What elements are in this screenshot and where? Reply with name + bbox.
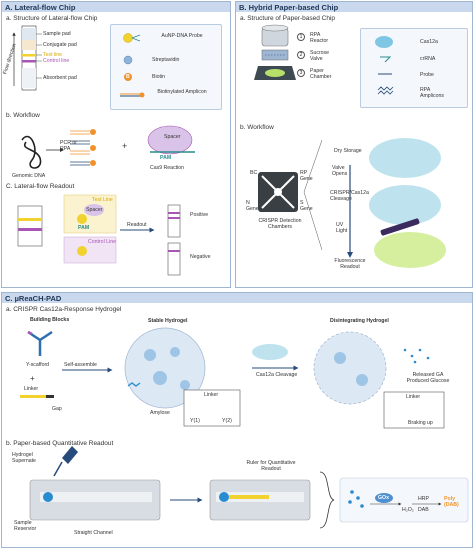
ruler-label: Ruler for Quantitative Readout: [246, 460, 296, 472]
panel-a-sub-a: a. Structure of Lateral-flow Chip: [6, 15, 98, 22]
panel-c-header: C. µReaCH-PAD: [2, 293, 472, 303]
panel-a-sub-c: C. Lateral-flow Readout: [6, 183, 75, 190]
readout-pam: PAM: [78, 225, 90, 231]
straight-channel: Straight Channel: [74, 530, 113, 536]
readout-spacer: Spacer: [86, 207, 103, 213]
y-scaffold-label: Y-scafford: [26, 362, 50, 368]
step-1-label: RPA Reactor: [310, 32, 329, 44]
readout-positive: Positive: [190, 212, 209, 218]
self-assemble-label: Self-assemble: [64, 362, 97, 368]
detection-chambers: CRISPR Detection Chambers: [258, 218, 302, 230]
gene-n: N Gene: [246, 200, 259, 212]
gap-label: Gap: [52, 406, 62, 412]
workflow-pam: PAM: [160, 155, 172, 161]
step-2-label: Sucrose Valve: [310, 50, 330, 62]
inset-linker-label: Linker: [204, 392, 219, 398]
detection-chip: [258, 138, 446, 268]
readout-graphics: [17, 194, 181, 276]
panel-a-header: A. Lateral-flow Chip: [2, 2, 230, 12]
panel-b-sub-b: b. Workflow: [240, 124, 274, 131]
workflow-plus: +: [122, 141, 128, 151]
paper-readout-graphics: [29, 446, 469, 529]
workflow-pcr: PCR or RPA: [60, 140, 78, 152]
gene-s: S Gene: [300, 200, 313, 212]
y2-label: Y(2): [222, 418, 232, 424]
part-test-line: Test line: [43, 52, 63, 58]
amylose-label: Amylose: [150, 410, 170, 416]
workflow-spacer: Spacer: [164, 134, 181, 140]
workflow-graphics: [21, 125, 195, 169]
cleavage-label: Cas12a Cleavage: [256, 372, 298, 378]
building-blocks: Building Blocks: [30, 317, 70, 323]
gox-label: GOx: [378, 495, 389, 501]
legend-biotin: Biotin: [152, 74, 165, 80]
readout-negative: Negative: [190, 254, 211, 260]
paper-legend-amplicons: RPA Amplicons: [420, 87, 444, 99]
legend-aunp-probe: AuNP-DNA Probe: [161, 33, 203, 39]
poly-dab-label: Poly (DAB): [444, 496, 459, 508]
workflow-uv-light: UV Light: [336, 222, 348, 234]
step-3-badge: 3: [297, 69, 305, 77]
disintegrating-label: Disintegrating Hydrogel: [330, 318, 389, 324]
workflow-dry-storage: Dry Storage: [334, 148, 362, 154]
panel-c-sub-a: a. CRISPR Cas12a-Response Hydrogel: [6, 306, 122, 313]
paper-legend-cas12a: Cas12a: [420, 39, 438, 45]
step-2-badge: 2: [297, 51, 305, 59]
braking-label: Braking up: [408, 420, 433, 426]
step-3-label: Paper Chamber: [310, 68, 332, 80]
panel-c-sub-b: b. Paper-based Quantitative Readout: [6, 440, 114, 447]
panel-a-sub-b: b. Workflow: [6, 112, 40, 119]
legend-biotin-letter: B: [126, 74, 130, 80]
workflow-genomic-dna: Genomic DNA: [12, 173, 46, 179]
readout-test-line: Test Line: [92, 197, 113, 203]
hrp-label: HRP: [418, 496, 429, 502]
dab-label: DAB: [418, 507, 429, 513]
part-conjugate-pad: Conjugate pad: [43, 42, 77, 48]
paper-chip-device: [254, 24, 296, 80]
released-label: Released GA Produced Glucose: [406, 372, 450, 384]
lateral-flow-strip: [12, 25, 42, 91]
paper-legend-crrna: crRNA: [420, 56, 436, 62]
paper-legend-icons: [375, 36, 394, 95]
readout-arrow-label: Readout: [127, 222, 147, 228]
legend-biotinylated-amplicon: Biotinylated Amplicon: [157, 89, 207, 95]
workflow-cas9: Cas9 Reaction: [150, 165, 185, 171]
legend-streptavidin: Streptavidin: [152, 57, 180, 63]
linker-label: Linker: [24, 386, 39, 392]
inset2-linker-label: Linker: [406, 394, 421, 400]
workflow-cleavage: CRISPR/Cas12a Cleavage: [330, 190, 369, 202]
building-plus: +: [30, 374, 35, 383]
workflow-valve-opens: Valve Opens: [332, 165, 348, 177]
workflow-fluorescence: Fluorescence Readout: [334, 258, 366, 270]
gene-bc: BC: [250, 170, 258, 176]
hydrogel-supernate: Hydrogel Supernate: [12, 452, 36, 464]
legend-icons: [120, 33, 145, 98]
sample-reservior: Sample Reservior: [14, 520, 37, 532]
step-1-badge: 1: [297, 33, 305, 41]
part-sample-pad: Sample pad: [43, 31, 71, 37]
h2o2-label: H₂O₂: [402, 507, 414, 513]
paper-legend-probe: Probe: [420, 72, 434, 78]
panel-b-sub-a: a. Structure of Paper-based Chip: [240, 15, 336, 22]
hydrogel-graphics: [20, 327, 445, 429]
panel-b-header: B. Hybrid Paper-based Chip: [236, 2, 472, 12]
stable-hydrogel-label: Stable Hydrogel: [148, 318, 188, 324]
readout-control-line: Control Line: [88, 239, 116, 245]
part-control-line: Control line: [43, 58, 70, 64]
y1-label: Y(1): [190, 418, 200, 424]
part-absorbent-pad: Absorbent pad: [43, 75, 77, 81]
gene-rp: RP Gene: [300, 170, 313, 182]
